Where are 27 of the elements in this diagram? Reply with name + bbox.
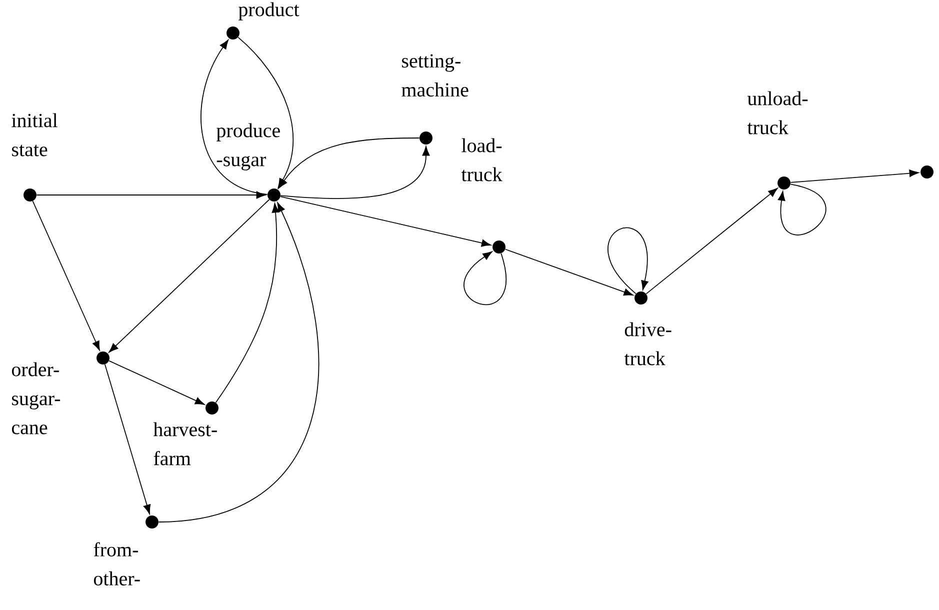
state-label: order- sugar- cane — [12, 362, 60, 434]
arrow — [215, 203, 280, 403]
state-label: harvest- farm — [153, 422, 217, 466]
state-label: load- truck — [461, 138, 502, 182]
arrow — [280, 196, 492, 247]
arrow — [158, 202, 320, 522]
arrow — [32, 200, 100, 351]
state-label: unload- truck — [747, 91, 808, 134]
arrow — [104, 364, 151, 514]
arrow — [280, 146, 430, 199]
state-label: setting- machine — [402, 54, 468, 97]
arrow — [778, 184, 826, 236]
arrow — [278, 138, 420, 188]
state-label: initial state — [12, 113, 58, 156]
arrow — [36, 191, 266, 199]
arrow — [608, 227, 648, 294]
arrow — [504, 248, 634, 296]
arrow — [646, 188, 778, 294]
arrow — [200, 40, 268, 195]
arrow — [464, 251, 506, 306]
state-label: drive- truck — [624, 322, 672, 366]
arrow — [108, 199, 270, 352]
state-label: produce -sugar — [216, 123, 280, 170]
state-label: from- other- — [94, 542, 140, 586]
arrow — [790, 170, 919, 183]
state-label: product — [238, 2, 300, 20]
arrow — [108, 360, 205, 405]
